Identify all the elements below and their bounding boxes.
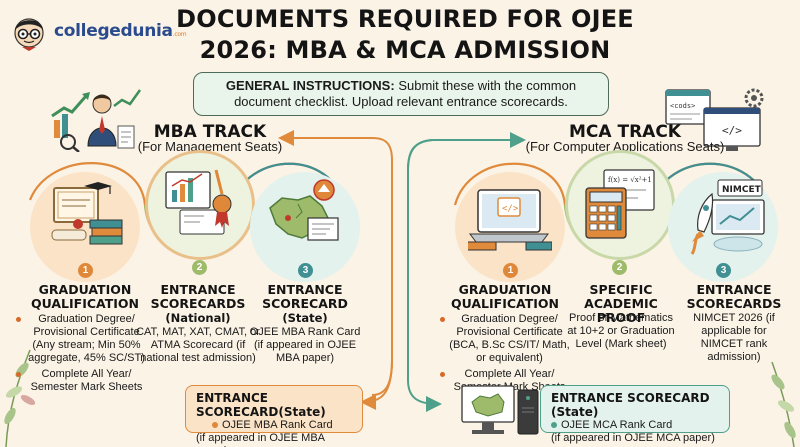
instructions-text: Submit these with the common document ch… bbox=[234, 78, 577, 109]
mba-state-scorecard-box: ENTRANCE SCORECARD(State) OJEE MBA Rank … bbox=[185, 385, 363, 447]
mca-step-2-badge: 2 bbox=[612, 260, 627, 275]
mca-step-3-badge: 3 bbox=[716, 263, 731, 278]
list-item: Complete All Year/ Semester Mark Sheets bbox=[16, 368, 148, 394]
rocket-monitor-icon: NIMCET bbox=[690, 179, 765, 255]
desktop-computer-icon bbox=[461, 385, 539, 435]
odisha-map-icon bbox=[269, 179, 339, 241]
mca-state-scorecard-box: ENTRANCE SCORECARD (State) OJEE MCA Rank… bbox=[540, 385, 730, 444]
mca-step-3-body: NIMCET 2026 (if applicable for NIMCET ra… bbox=[693, 312, 775, 363]
mba-bottom-title: ENTRANCE SCORECARD(State) bbox=[196, 391, 326, 419]
mba-step-1-bullets: Graduation Degree/ Provisional Certifica… bbox=[16, 313, 148, 397]
coding-monitor-icon: <cods> </> bbox=[665, 88, 764, 151]
mba-step-1-badge: 1 bbox=[78, 263, 93, 278]
title-line-1: DOCUMENTS REQUIRED FOR OJEE bbox=[176, 5, 634, 33]
mca-track-subtitle: (For Computer Applications Seats) bbox=[525, 139, 725, 154]
mba-step-2-body: CAT, MAT, XAT, CMAT, or ATMA Scorecard (… bbox=[136, 326, 260, 364]
general-instructions-box: GENERAL INSTRUCTIONS: Submit these with … bbox=[193, 72, 609, 116]
nimcet-label-text: NIMCET bbox=[722, 185, 762, 195]
brand-name: collegedunia.com bbox=[54, 21, 187, 41]
mca-bottom-title: ENTRANCE SCORECARD (State) bbox=[551, 391, 710, 419]
laptop-code-text: </> bbox=[502, 204, 519, 214]
mca-step-2-body: Proof of Mathematics at 10+2 or Graduati… bbox=[567, 312, 675, 350]
mba-step-3-badge: 3 bbox=[298, 263, 313, 278]
laptop-code-icon: </> bbox=[468, 189, 552, 251]
mca-step-3-title: ENTRANCE SCORECARDS bbox=[686, 282, 782, 311]
mba-track-subtitle: (For Management Seats) bbox=[137, 139, 283, 154]
cods-text: <cods> bbox=[670, 102, 695, 110]
mba-step-2-title: ENTRANCE SCORECARDS (National) bbox=[150, 282, 246, 326]
calculator-math-icon: f(x) = √x²+1 bbox=[585, 169, 655, 239]
mca-track-title: MCA TRACK bbox=[569, 122, 681, 142]
mba-step-3-body: OJEE MBA Rank Card (if appeared in OJEE … bbox=[249, 326, 361, 364]
page-title: DOCUMENTS REQUIRED FOR OJEE 2026: MBA & … bbox=[175, 4, 635, 66]
mca-step-2-title: SPECIFIC ACADEMIC PROOF bbox=[584, 282, 658, 325]
businessman-chart-icon bbox=[51, 89, 142, 152]
mba-bottom-note: (if appeared in OJEE MBA paper) bbox=[196, 432, 325, 447]
mca-bottom-item: OJEE MCA Rank Card bbox=[551, 419, 719, 432]
leaf-decoration-right bbox=[771, 361, 796, 447]
mca-step-1-title: GRADUATION QUALIFICATION bbox=[450, 282, 559, 311]
mba-track-title: MBA TRACK bbox=[153, 122, 267, 142]
mba-step-1-title: GRADUATION QUALIFICATION bbox=[30, 282, 139, 311]
list-item: Graduation Degree/ Provisional Certifica… bbox=[16, 313, 148, 365]
mba-step-2-badge: 2 bbox=[192, 260, 207, 275]
certificate-books-icon bbox=[51, 182, 123, 245]
mca-step-1-badge: 1 bbox=[503, 263, 518, 278]
title-line-2: 2026: MBA & MCA ADMISSION bbox=[199, 36, 611, 64]
code-text: </> bbox=[722, 124, 742, 137]
brand-logo[interactable]: collegedunia.com bbox=[8, 10, 193, 52]
math-formula-text: f(x) = √x²+1 bbox=[608, 176, 652, 184]
mba-bottom-item: OJEE MBA Rank Card bbox=[196, 419, 352, 432]
instructions-label: GENERAL INSTRUCTIONS: bbox=[225, 78, 395, 93]
scorecard-award-icon bbox=[165, 169, 232, 235]
leaf-decoration-left bbox=[4, 349, 36, 447]
list-item: Graduation Degree/ Provisional Certifica… bbox=[440, 313, 570, 365]
mca-bottom-note: (if appeared in OJEE MCA paper) bbox=[551, 432, 715, 444]
mba-step-3-title: ENTRANCE SCORECARD (State) bbox=[262, 282, 348, 326]
student-mascot-icon bbox=[14, 18, 44, 51]
